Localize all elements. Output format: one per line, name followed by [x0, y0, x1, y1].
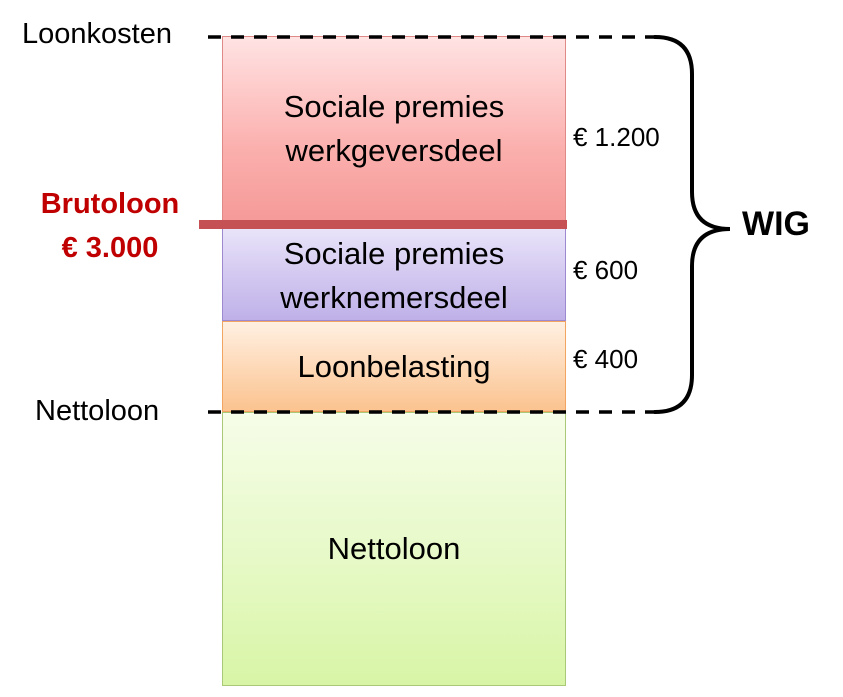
- block-loonbelasting-label: Loonbelasting: [297, 348, 491, 384]
- brutoloon-line: [199, 220, 567, 229]
- block-sociale-premies-werkgeversdeel: Sociale premies werkgeversdeel: [222, 36, 566, 222]
- block-werkgever-line1: Sociale premies: [283, 89, 505, 124]
- block-werkgever-line2: werkgeversdeel: [285, 133, 503, 168]
- amount-werkgeversdeel: € 1.200: [573, 122, 660, 152]
- loonkosten-label: Loonkosten: [22, 18, 172, 50]
- block-nettoloon-label: Nettoloon: [327, 531, 461, 566]
- wig-brace-icon: [653, 35, 731, 414]
- nettoloon-label: Nettoloon: [35, 395, 160, 427]
- block-nettoloon: Nettoloon: [222, 412, 566, 686]
- brutoloon-amount: € 3.000: [61, 232, 159, 264]
- block-werknemer-line2: werknemersdeel: [280, 279, 508, 315]
- brutoloon-label: Brutoloon: [40, 188, 180, 220]
- block-werknemer-line1: Sociale premies: [283, 235, 505, 271]
- wig-label: WIG: [742, 205, 810, 243]
- amount-werknemersdeel: € 600: [573, 255, 639, 285]
- amount-loonbelasting: € 400: [573, 344, 639, 374]
